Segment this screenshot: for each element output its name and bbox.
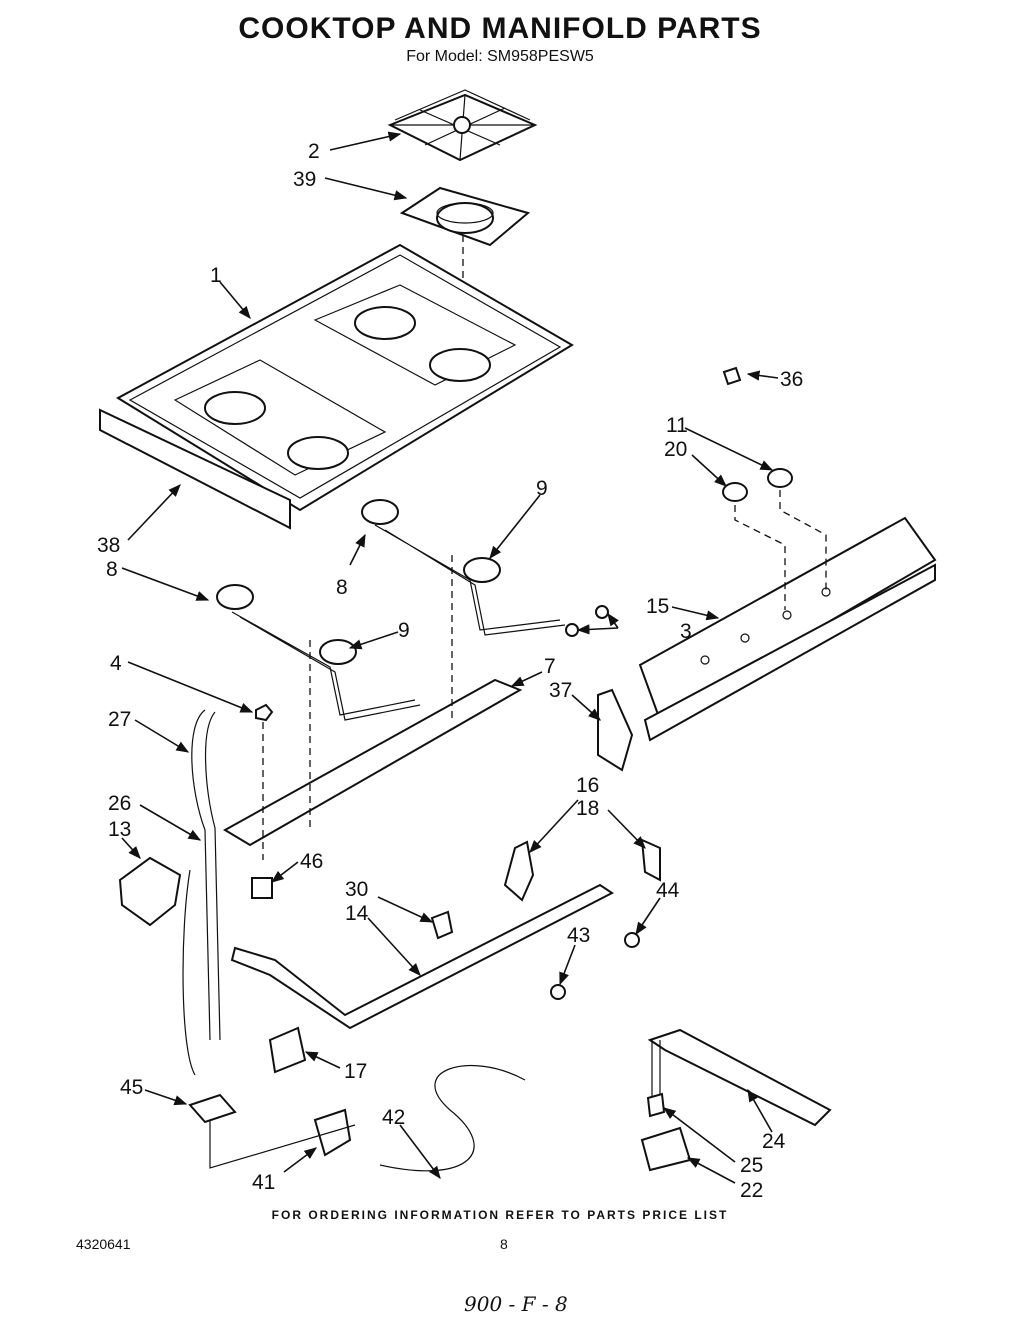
igniter-part [646,1092,666,1118]
part-label-46: 46 [300,850,323,873]
part-label-43: 43 [567,924,590,947]
rear-burner-assembly [361,499,566,636]
part-label-8-rear: 8 [336,576,348,599]
knob-adapter-part [722,482,748,502]
igniter-base-part [640,1126,692,1172]
gas-tube-part [191,709,221,1041]
handwritten-code: 900 - F - 8 [464,1292,568,1316]
side-bracket-part [597,688,634,772]
guide-line [209,1120,356,1169]
part-label-37: 37 [549,679,572,702]
part-label-26: 26 [108,792,131,815]
part-label-16: 16 [576,774,599,797]
part-label-22: 22 [740,1179,763,1202]
part-label-14: 14 [345,902,369,925]
part-label-41: 41 [252,1171,275,1194]
pipe-bracket-part [268,1026,307,1074]
part-label-4: 4 [110,652,122,675]
gas-tube-part [182,869,196,1076]
knob-adapter-part [767,468,793,488]
part-label-42: 42 [382,1106,405,1129]
manifold-panel-part [638,516,937,742]
part-label-25: 25 [740,1154,763,1177]
screw-part [550,984,566,1000]
burner-bracket-part [223,678,523,847]
manifold-pipe-part [230,883,614,1030]
grommet-part [251,877,273,899]
part-label-15: 15 [646,595,669,618]
part-label-24: 24 [762,1130,786,1153]
oven-burner-part [647,1028,832,1127]
page-title: COOKTOP AND MANIFOLD PARTS [238,12,762,45]
orifice-hoods-part [565,605,609,637]
part-label-39: 39 [293,168,316,191]
clip-part [722,366,742,386]
mounting-bracket-part [640,838,661,882]
part-label-2: 2 [308,140,320,163]
model-subtitle: For Model: SM958PESW5 [406,48,594,65]
safety-valve-part [503,840,535,902]
front-trim-part [99,408,291,530]
part-labels: 2 39 1 38 8 8 9 9 4 27 26 13 46 30 14 16… [97,140,803,1202]
leader-lines [121,131,779,1184]
valve-part [313,1108,352,1157]
ordering-note: FOR ORDERING INFORMATION REFER TO PARTS … [271,1208,729,1222]
flex-tube-part [379,1065,526,1172]
part-label-17: 17 [344,1060,367,1083]
nut-part [255,703,274,722]
part-label-38: 38 [97,534,120,557]
part-label-36: 36 [780,368,803,391]
front-burner-assembly [216,584,421,721]
part-label-18: 18 [576,797,599,820]
guide-line [734,505,786,610]
mounting-plate-part [188,1093,237,1124]
part-label-20: 20 [664,438,687,461]
guide-line [779,490,827,590]
part-label-3: 3 [680,620,692,643]
page-number: 8 [500,1236,508,1252]
part-label-11: 11 [666,414,688,437]
cooktop-part [116,243,574,512]
part-label-9-rear: 9 [536,477,548,500]
part-label-9-front: 9 [398,619,410,642]
burner-grate-part [387,89,538,162]
pressure-regulator-part [118,856,182,927]
spring-clip-part [430,910,454,940]
part-label-7: 7 [544,655,556,678]
part-label-13: 13 [108,818,131,841]
screw-part [624,932,640,948]
part-label-30: 30 [345,878,368,901]
part-label-1: 1 [210,264,222,287]
part-label-44: 44 [656,879,680,902]
drip-pan-part [399,186,531,247]
document-number: 4320641 [76,1236,131,1252]
part-label-8-front: 8 [106,558,118,581]
part-label-27: 27 [108,708,131,731]
part-label-45: 45 [120,1076,143,1099]
igniter-wire-part [651,1040,661,1100]
